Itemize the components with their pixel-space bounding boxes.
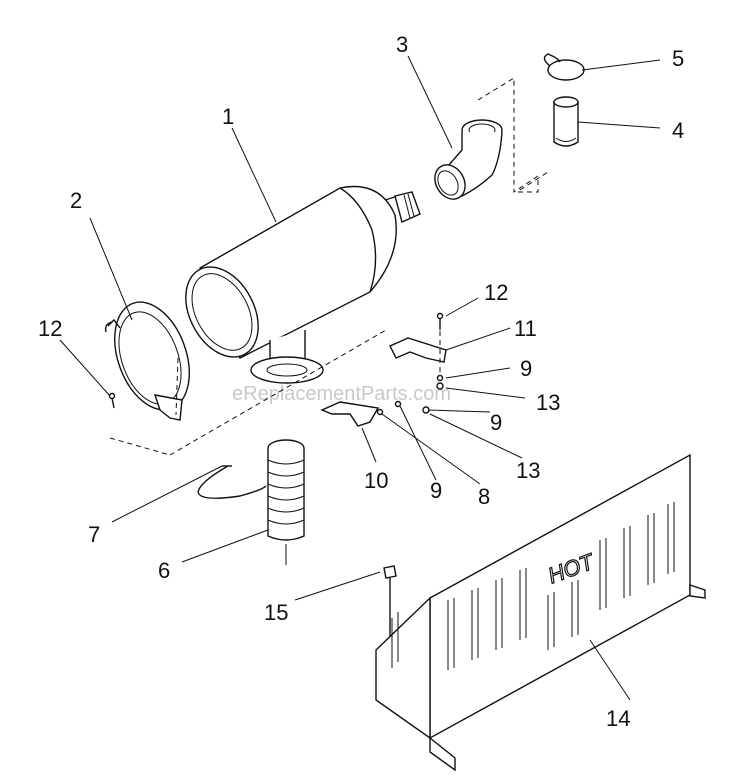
- callout-6: 6: [158, 558, 170, 583]
- callout-1: 1: [222, 104, 234, 129]
- hardware-washers-nuts[interactable]: [376, 374, 444, 416]
- part-10-bracket[interactable]: [320, 401, 380, 427]
- callout-9-lower: 9: [430, 478, 442, 503]
- callout-3: 3: [396, 32, 408, 57]
- part-1-air-cleaner[interactable]: [171, 185, 421, 384]
- part-2-cover[interactable]: [101, 292, 203, 421]
- callout-7: 7: [88, 522, 100, 547]
- callout-4: 4: [672, 118, 684, 143]
- callout-9-upper: 9: [520, 356, 532, 381]
- callout-2: 2: [70, 188, 82, 213]
- part-3-elbow[interactable]: [429, 119, 503, 205]
- part-4-tube[interactable]: [553, 96, 579, 147]
- part-14-heat-shield[interactable]: HOT: [375, 453, 706, 772]
- callout-11: 11: [514, 316, 537, 341]
- callout-5: 5: [672, 46, 684, 71]
- callout-13-lower: 13: [516, 458, 540, 483]
- part-7-clamp[interactable]: [197, 465, 267, 499]
- callout-12-right: 12: [484, 280, 508, 305]
- part-11-bracket[interactable]: [389, 337, 447, 363]
- part-5-cap[interactable]: [543, 53, 585, 81]
- vent-slots: [391, 502, 675, 670]
- callout-9-middle: 9: [490, 410, 502, 435]
- callout-labels: 1 2 3 4 5 6 7 8 9 9 9 10 11 12 12 13 13 …: [38, 32, 684, 731]
- leader-lines: [59, 55, 661, 701]
- callout-8: 8: [478, 484, 490, 509]
- callout-13-upper: 13: [536, 390, 560, 415]
- watermark-text: eReplacementParts.com: [232, 383, 451, 405]
- callout-10: 10: [364, 468, 388, 493]
- part-12-screw-right[interactable]: [436, 312, 444, 331]
- callout-14: 14: [606, 706, 630, 731]
- callout-12-left: 12: [38, 316, 62, 341]
- part-6-hose[interactable]: [267, 439, 305, 565]
- part-15-bolt[interactable]: [383, 565, 397, 640]
- callout-15: 15: [264, 600, 288, 625]
